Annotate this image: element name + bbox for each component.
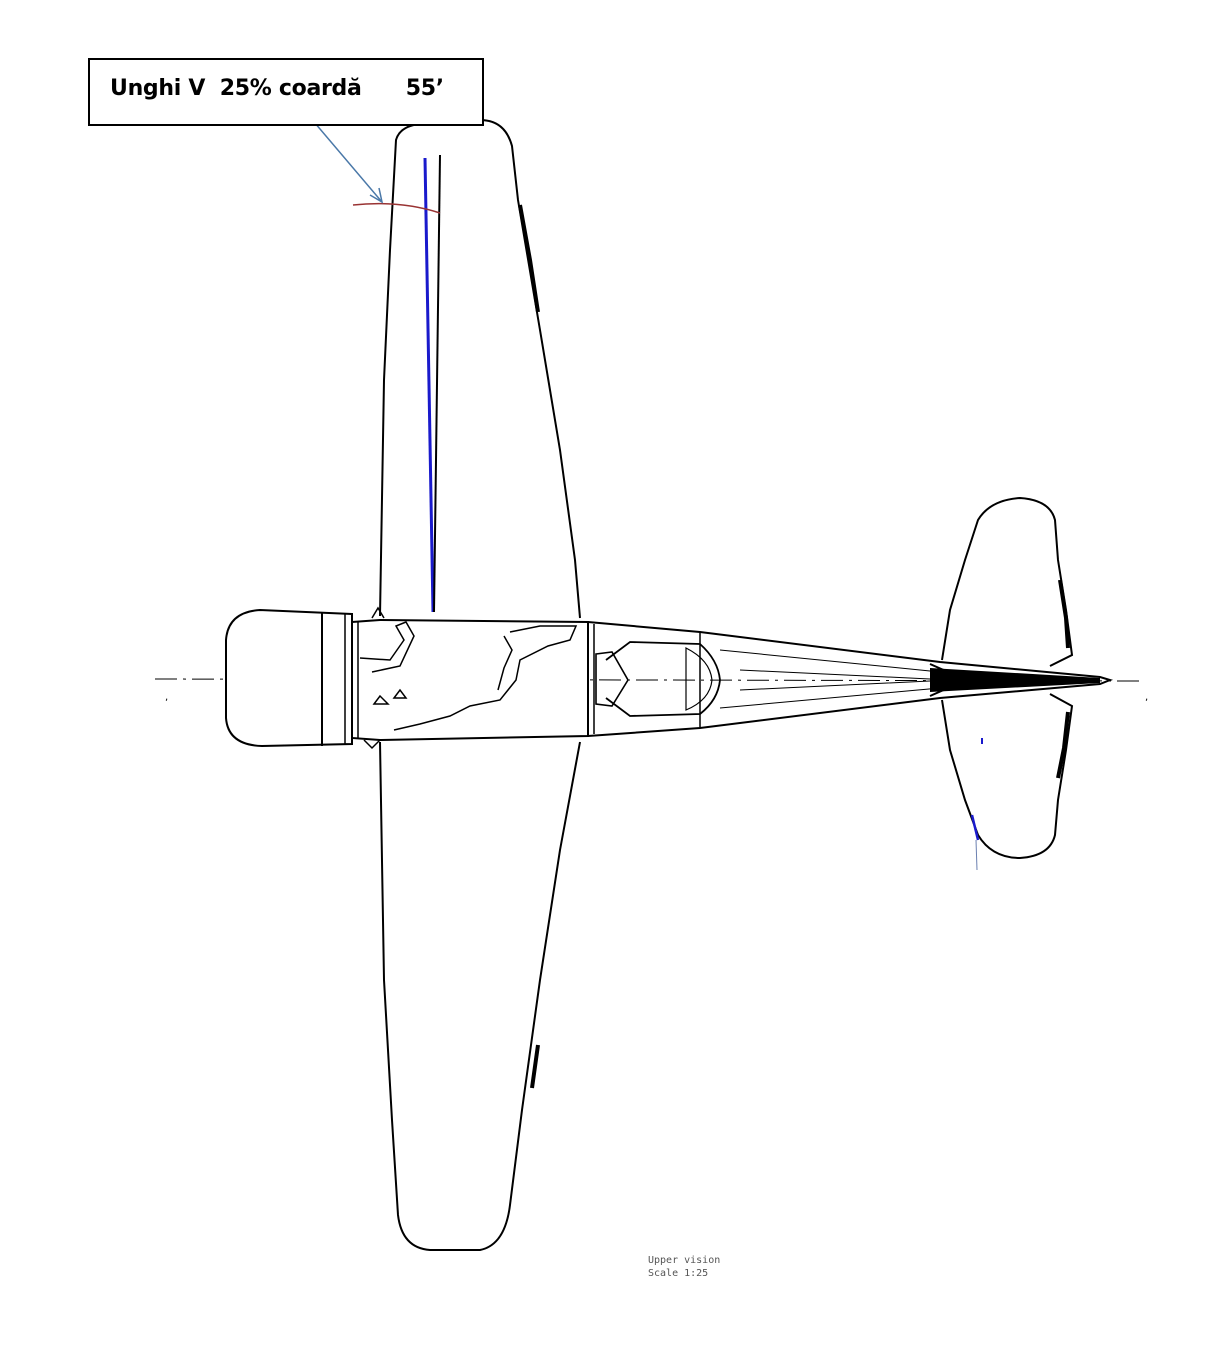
caption-line-2: Scale 1:25 — [648, 1268, 709, 1279]
lower-wing-outline — [379, 741, 581, 1251]
upper-stabilizer — [941, 496, 1074, 667]
lower-aileron — [530, 1044, 540, 1089]
tail-junction — [929, 663, 958, 697]
callout-label: Unghi V 25% coardă 55’ — [110, 76, 444, 101]
tail-cone — [930, 668, 1100, 692]
fuselage-small-mark-2 — [392, 688, 408, 699]
fuselage-root-fairing-top — [371, 606, 385, 619]
rear-stringers — [719, 649, 941, 709]
cockpit-front-frame — [595, 651, 629, 707]
stabilizer-spar-mark — [970, 814, 980, 841]
quarter-chord-line-black — [433, 154, 441, 613]
stabilizer-spar-mark-thin — [975, 839, 978, 871]
lower-stabilizer — [941, 693, 1074, 860]
callout-arrowhead — [369, 187, 384, 204]
fuselage-small-mark-1 — [372, 694, 390, 705]
forward-fuselage — [351, 618, 589, 742]
lower-elevator — [1056, 711, 1070, 779]
fuselage-root-fairing-bottom — [363, 739, 381, 750]
engine-cowling — [225, 608, 353, 748]
upper-wing-outline — [379, 118, 581, 619]
upper-elevator — [1058, 579, 1070, 649]
caption-line-1: Upper vision — [648, 1255, 721, 1266]
callout-box: Unghi V 25% coardă 55’ — [88, 58, 484, 126]
fuselage-panel-line-1 — [359, 621, 415, 673]
upper-aileron — [518, 204, 540, 313]
fuselage-panel-line-2 — [393, 625, 578, 731]
fuselage-panel-line-3 — [497, 635, 513, 691]
quarter-chord-line-blue — [423, 157, 435, 613]
canopy-headrest — [685, 647, 713, 711]
drawing-caption: Upper vision Scale 1:25 — [648, 1254, 720, 1280]
centerline-tick-right: , — [1145, 692, 1148, 703]
dihedral-angle-arc — [352, 202, 441, 214]
centerline-tick-left: , — [165, 692, 168, 703]
rear-fuselage-outline — [587, 621, 1114, 737]
cockpit-canopy — [605, 641, 721, 717]
